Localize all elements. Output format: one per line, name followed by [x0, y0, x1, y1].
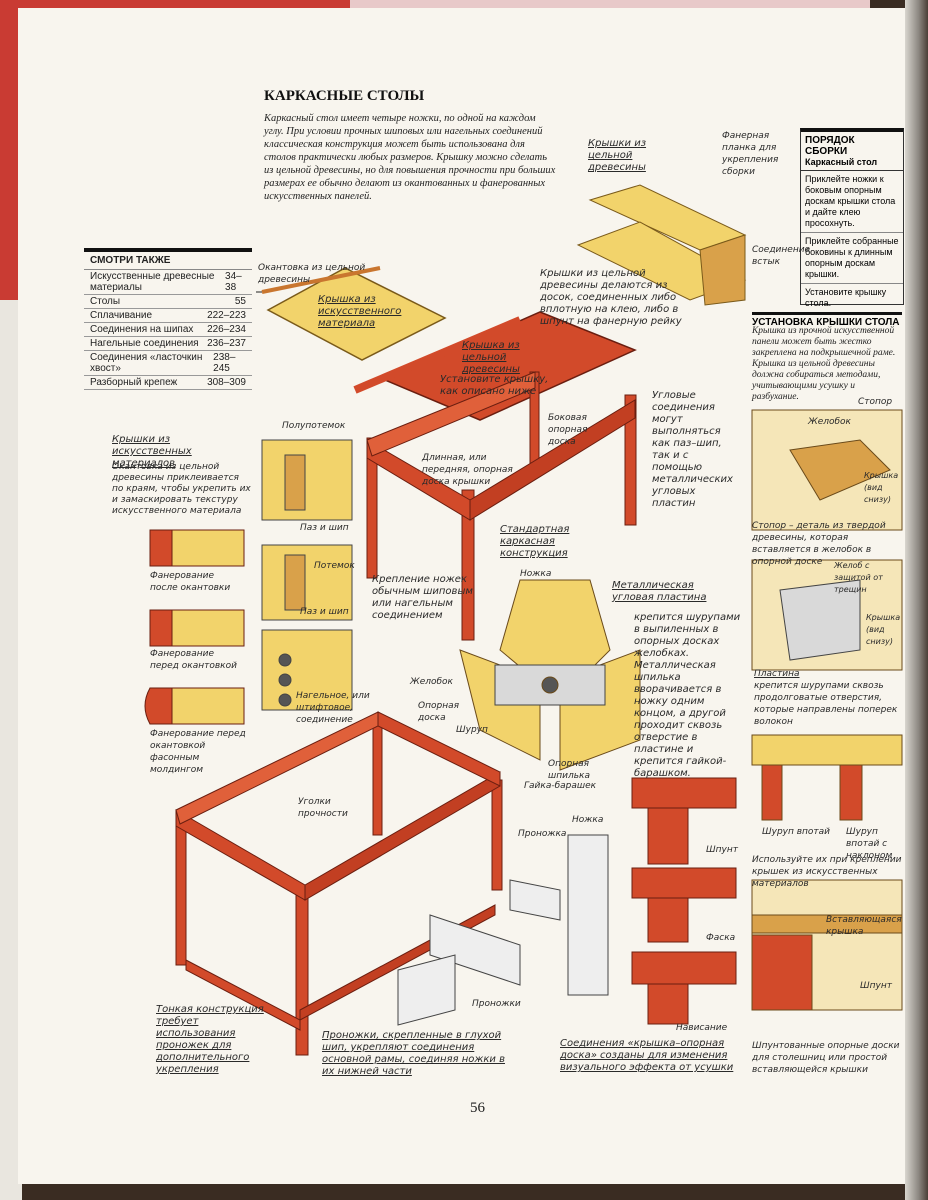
label-leg: Ножка — [520, 568, 560, 580]
label-corner-blocks: Уголки прочности — [298, 796, 378, 820]
label-side-apron: Боковая опорная доска — [548, 412, 598, 448]
label-solid-tops-desc: Крышки из цельной древесины делаются из … — [540, 268, 690, 328]
label-groove: Желобок — [410, 676, 456, 688]
label-veneer-before-mould: Фанерование перед окантовкой фасонным мо… — [150, 728, 250, 776]
label-edging-strip: Окантовка из цельной древесины — [258, 262, 388, 286]
assembly-subheading: Каркасный стол — [801, 157, 903, 171]
label-long-apron: Длинная, или передняя, опорная доска кры… — [422, 452, 522, 488]
stretcher-details-illustration — [398, 835, 608, 1025]
label-corner-joints: Угловые соединения могут выполняться как… — [652, 390, 738, 510]
label-plate-desc: крепится шурупами сквозь продолговатые о… — [754, 680, 904, 728]
page-title: КАРКАСНЫЕ СТОЛЫ — [264, 88, 424, 105]
top-install-text: Крышка из прочной искусственной панели м… — [752, 326, 902, 403]
label-mortise-tenon-2: Паз и шип — [300, 606, 360, 618]
top-apron-profiles-illustration — [632, 778, 736, 1024]
label-apron: Опорная доска — [418, 700, 458, 724]
label-screw-use: Используйте их при креплении крышек из и… — [752, 854, 904, 890]
label-stretcher: Проножка — [518, 828, 578, 840]
assembly-heading: ПОРЯДОК СБОРКИ — [801, 132, 903, 157]
label-top-underside2: Крышка (вид снизу) — [866, 612, 904, 648]
label-metal-plate: Металлическая угловая пластина — [612, 580, 732, 604]
label-leg-2: Ножка — [572, 814, 612, 826]
label-art-tops-desc: Окантовка из цельной древесины приклеива… — [112, 462, 252, 517]
label-screw-inset: Шуруп впотай — [762, 826, 832, 838]
assembly-step: Приклейте собранные боковины к длинным о… — [801, 233, 903, 284]
label-metal-plate-desc: крепится шурупами в выпиленных в опорных… — [634, 612, 742, 780]
label-overlay: Нависание — [676, 1022, 736, 1034]
label-slot-protect: Желоб с защитой от трещин — [834, 560, 904, 596]
see-also-row[interactable]: Соединения «ласточкин хвост»238–245 — [84, 351, 252, 376]
assembly-step: Приклейте ножки к боковым опорным доскам… — [801, 171, 903, 233]
label-veneer-strip: Фанерная планка для укрепления сборки — [722, 130, 798, 178]
see-also-header: СМОТРИ ТАКЖЕ — [84, 252, 252, 270]
label-haunch: Потемок — [314, 560, 364, 572]
label-top-apron-joints: Соединения «крышка–опорная доска» создан… — [560, 1038, 740, 1074]
joint-details-illustration — [262, 440, 352, 710]
label-insert-top: Вставляющаяся крышка — [826, 914, 902, 938]
label-solid-top: Крышка из цельной древесины — [462, 340, 542, 376]
label-artificial-top: Крышка из искусственного материала — [318, 294, 428, 330]
label-wingnut: Гайка-барашек — [524, 780, 604, 792]
label-veneer-after: Фанерование после окантовки — [150, 570, 240, 594]
label-leg-fix: Крепление ножек обычным шиповым или наге… — [372, 574, 482, 622]
label-screw: Шуруп — [456, 724, 496, 736]
intro-text: Каркасный стол имеет четыре ножки, по од… — [264, 112, 556, 203]
see-also-table: СМОТРИ ТАКЖЕ Искусственные древесные мат… — [84, 248, 252, 390]
label-tongued-apron: Шпунтованные опорные доски для столешниц… — [752, 1040, 904, 1076]
label-half-tenon: Полупотемок — [282, 420, 352, 432]
label-install-as: Установите крышку, как описано ниже — [440, 374, 550, 398]
label-dowel: Нагельное, или штифтовое, соединение — [296, 690, 406, 726]
label-mortise-tenon: Паз и шип — [300, 522, 360, 534]
assembly-box: ПОРЯДОК СБОРКИ Каркасный стол Приклейте … — [800, 128, 904, 305]
label-groove2: Желобок — [808, 416, 852, 428]
label-spline2: Шпунт — [860, 980, 900, 992]
label-stretchers-desc: Проножки, скрепленные в глухой шип, укре… — [322, 1030, 512, 1078]
label-stud: Опорная шпилька — [548, 758, 628, 782]
label-solid-tops: Крышки из цельной древесины — [588, 138, 688, 174]
label-spline: Шпунт — [706, 844, 746, 856]
label-plate: Пластина — [754, 668, 814, 680]
label-chamfer: Фаска — [706, 932, 746, 944]
label-stretcher2: Проножки — [472, 998, 532, 1010]
assembly-step: Установите крышку стола. — [801, 284, 903, 312]
label-standard-frame: Стандартная каркасная конструкция — [500, 524, 620, 560]
label-top-underside: Крышка (вид снизу) — [864, 470, 904, 506]
metal-plate-illustration — [460, 580, 640, 770]
label-joint: Соединение встык — [752, 244, 800, 268]
label-veneer-before: Фанерование перед окантовкой — [150, 648, 240, 672]
edge-profiles-illustration — [145, 530, 244, 724]
label-stop: Стопор — [858, 396, 902, 408]
page-number: 56 — [470, 1100, 485, 1117]
label-thin-frame: Тонкая конструкция требует использования… — [156, 1004, 276, 1076]
